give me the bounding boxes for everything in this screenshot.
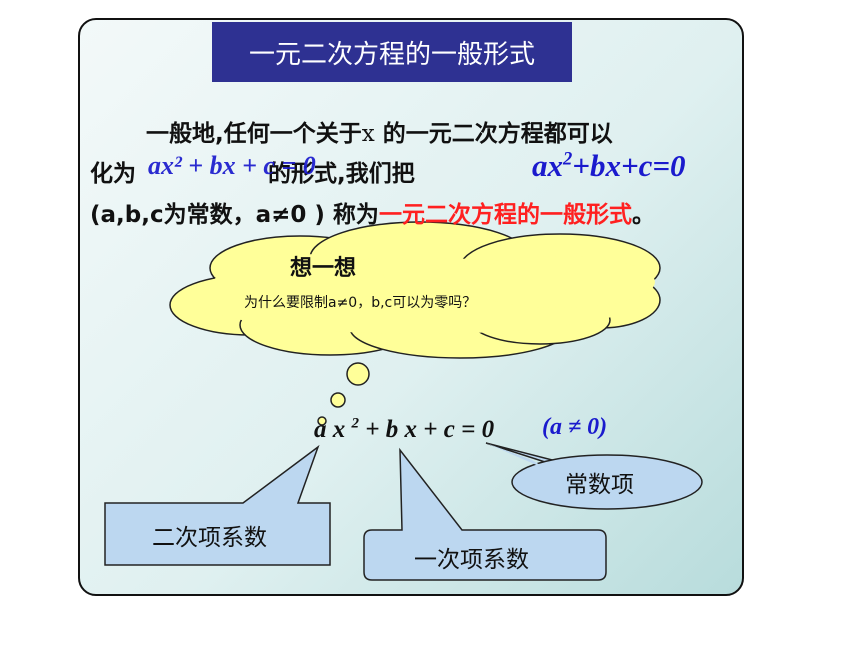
paragraph-line-1: 一般地,任何一个关于x 的一元二次方程都可以 [146,114,613,148]
general-formula: ax2+bx+c=0 [532,148,686,183]
callout-linear-shape [363,447,607,581]
label-linear-coefficient: 一次项系数 [414,547,529,573]
line1-var: x [361,121,375,147]
equation-condition: (a ≠ 0) [542,414,608,440]
paragraph-line-2: 化为 的形式,我们把 [90,154,415,188]
callout-quadratic-shape [104,444,331,566]
thought-bubble-small [317,416,327,426]
think-heading: 想一想 [290,256,357,281]
thought-bubble-medium [330,392,346,408]
slide-title: 一元二次方程的一般形式 [212,22,572,82]
callout-constant-shape [511,454,703,510]
line1-suffix: 的一元二次方程都可以 [374,121,613,147]
thought-bubble-large [346,362,370,386]
inline-formula: ax² + bx + c = 0 [148,151,316,180]
label-quadratic-coefficient: 二次项系数 [152,525,267,551]
think-question: 为什么要限制a≠0，b,c可以为零吗？ [244,295,477,311]
line2-suffix: 的形式,我们把 [268,161,415,187]
line3-prefix: (a,b,c为常数，a≠0 ) 称为 [90,202,379,228]
equation: a x 2 + b x + c = 0 [314,415,495,443]
line1-prefix: 一般地,任何一个关于 [146,121,362,147]
callout-constant-pointer [485,442,561,463]
line2-prefix: 化为 [90,161,136,187]
line3-end: 。 [631,202,655,228]
highlight-term: 一元二次方程的一般形式 [378,202,632,228]
paragraph-line-3: (a,b,c为常数，a≠0 ) 称为一元二次方程的一般形式。 [90,195,655,229]
label-constant-term: 常数项 [565,472,634,498]
